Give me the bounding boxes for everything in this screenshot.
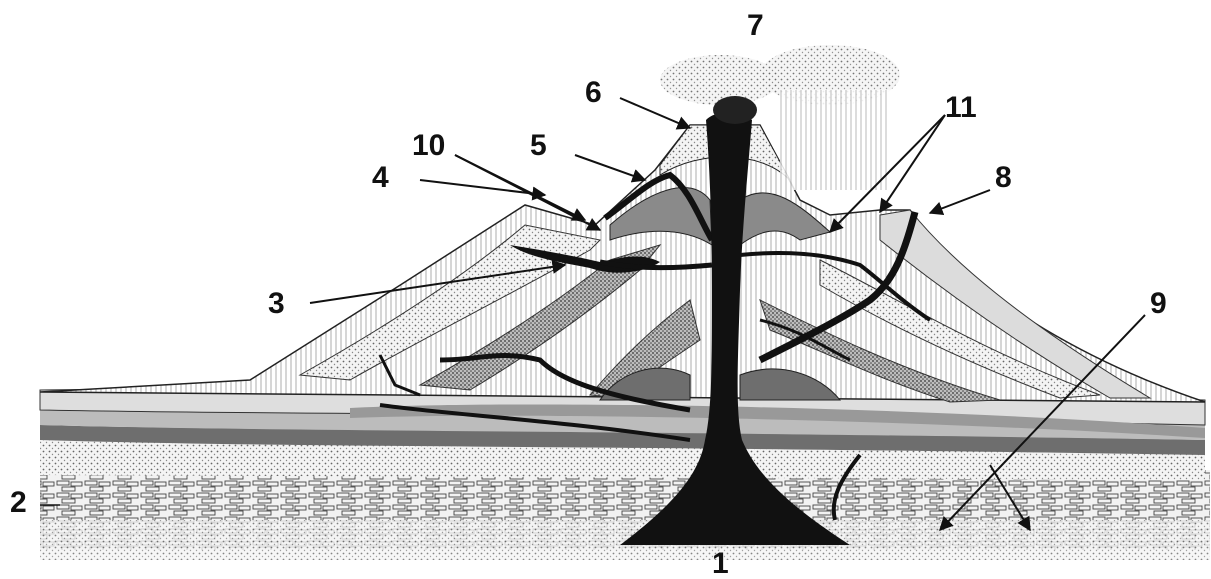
label-7: 7 [747,9,764,42]
label-5: 5 [530,129,547,162]
label-11: 11 [945,91,977,124]
label-2: 2 [10,486,27,519]
label-3: 3 [268,287,285,320]
arrow-5 [575,155,645,180]
arrow-6 [620,98,690,128]
label-1: 1 [712,547,729,579]
bedrock-dotted-base [40,520,1210,560]
label-9: 9 [1150,287,1167,320]
arrow-4 [420,180,545,195]
label-4: 4 [372,161,389,194]
label-10: 10 [412,129,445,162]
arrow-8 [930,190,990,213]
label-8: 8 [995,161,1012,194]
label-6: 6 [585,76,602,109]
